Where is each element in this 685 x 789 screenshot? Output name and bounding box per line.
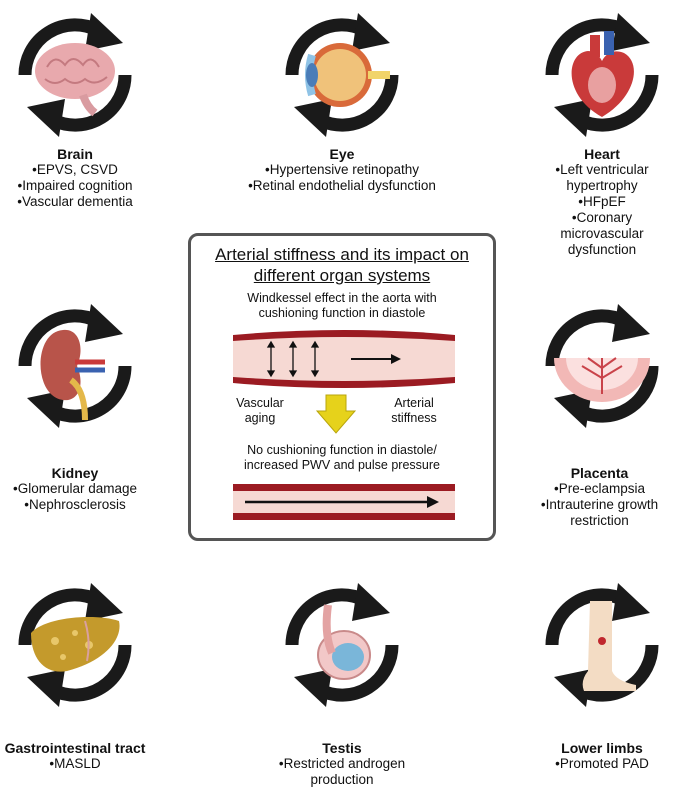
right-label-line: Arterial	[394, 396, 434, 410]
vascular-aging-label: Vascular aging	[225, 396, 295, 426]
heart-icon	[571, 31, 634, 117]
center-title-line: different organ systems	[253, 266, 431, 285]
brain-caption: Brain •EPVS, CSVD •Impaired cognition •V…	[0, 146, 155, 210]
bottom-line: increased PWV and pulse pressure	[244, 458, 440, 472]
placenta-line: •Pre-eclampsia	[553, 481, 645, 496]
stiff-vessel	[233, 484, 455, 520]
heart-title: Heart	[584, 146, 620, 162]
testis-cycle	[272, 575, 412, 715]
limbs-line: •Promoted PAD	[555, 756, 649, 771]
down-arrow-icon	[315, 394, 357, 434]
limbs-title: Lower limbs	[561, 740, 643, 756]
placenta-title: Placenta	[570, 465, 629, 481]
bottom-line: No cushioning function in diastole/	[247, 443, 437, 457]
brain-line: •Vascular dementia	[17, 194, 133, 209]
placenta-caption: Placenta •Pre-eclampsia •Intrauterine gr…	[517, 465, 682, 529]
brain-cycle	[5, 5, 145, 145]
center-title-line: Arterial stiffness and its impact on	[215, 245, 469, 264]
eye-line: •Hypertensive retinopathy	[264, 162, 420, 177]
left-label-line: aging	[244, 411, 276, 425]
placenta-line: •Intrauterine growth	[540, 497, 659, 512]
gi-cycle	[5, 575, 145, 715]
heart-line: dysfunction	[567, 242, 637, 257]
windkessel-line: cushioning function in diastole	[258, 306, 426, 320]
gi-title: Gastrointestinal tract	[4, 740, 146, 756]
testis-icon	[317, 604, 371, 680]
eye-line: •Retinal endothelial dysfunction	[248, 178, 436, 193]
eye-caption: Eye •Hypertensive retinopathy •Retinal e…	[222, 146, 462, 194]
right-label-line: stiffness	[391, 411, 437, 425]
heart-line: hypertrophy	[566, 178, 638, 193]
testis-title: Testis	[322, 740, 362, 756]
liver-icon	[31, 617, 120, 672]
heart-line: •Left ventricular	[555, 162, 649, 177]
center-title: Arterial stiffness and its impact on dif…	[191, 244, 493, 286]
heart-line: •HFpEF	[578, 194, 626, 209]
windkessel-text: Windkessel effect in the aorta with cush…	[191, 291, 493, 321]
kidney-line: •Nephrosclerosis	[24, 497, 126, 512]
brain-title: Brain	[57, 146, 93, 162]
brain-icon	[35, 43, 115, 117]
heart-line: •Coronary	[571, 210, 633, 225]
leg-icon	[582, 601, 636, 691]
heart-cycle	[532, 5, 672, 145]
brain-line: •Impaired cognition	[17, 178, 133, 193]
arterial-stiffness-label: Arterial stiffness	[379, 396, 449, 426]
heart-line: microvascular	[560, 226, 644, 241]
elastic-vessel	[233, 330, 455, 388]
kidney-icon	[40, 329, 105, 421]
kidney-line: •Glomerular damage	[12, 481, 138, 496]
limbs-cycle	[532, 575, 672, 715]
kidney-caption: Kidney •Glomerular damage •Nephroscleros…	[0, 465, 155, 513]
gi-line: •MASLD	[49, 756, 101, 771]
windkessel-line: Windkessel effect in the aorta with	[247, 291, 437, 305]
testis-line: •Restricted androgen	[278, 756, 406, 771]
no-cushioning-text: No cushioning function in diastole/ incr…	[191, 443, 493, 473]
kidney-cycle	[5, 296, 145, 436]
eye-title: Eye	[329, 146, 355, 162]
testis-line: production	[310, 772, 374, 787]
limbs-caption: Lower limbs •Promoted PAD	[527, 740, 677, 772]
placenta-line: restriction	[570, 513, 629, 528]
kidney-title: Kidney	[51, 465, 99, 481]
eye-icon	[305, 43, 390, 107]
gi-caption: Gastrointestinal tract •MASLD	[0, 740, 155, 772]
placenta-cycle	[532, 296, 672, 436]
testis-caption: Testis •Restricted androgen production	[262, 740, 422, 788]
eye-cycle	[272, 5, 412, 145]
placenta-icon	[554, 357, 650, 402]
left-label-line: Vascular	[236, 396, 284, 410]
brain-line: •EPVS, CSVD	[32, 162, 118, 177]
heart-caption: Heart •Left ventricular hypertrophy •HFp…	[527, 146, 677, 258]
center-panel: Arterial stiffness and its impact on dif…	[188, 233, 496, 541]
